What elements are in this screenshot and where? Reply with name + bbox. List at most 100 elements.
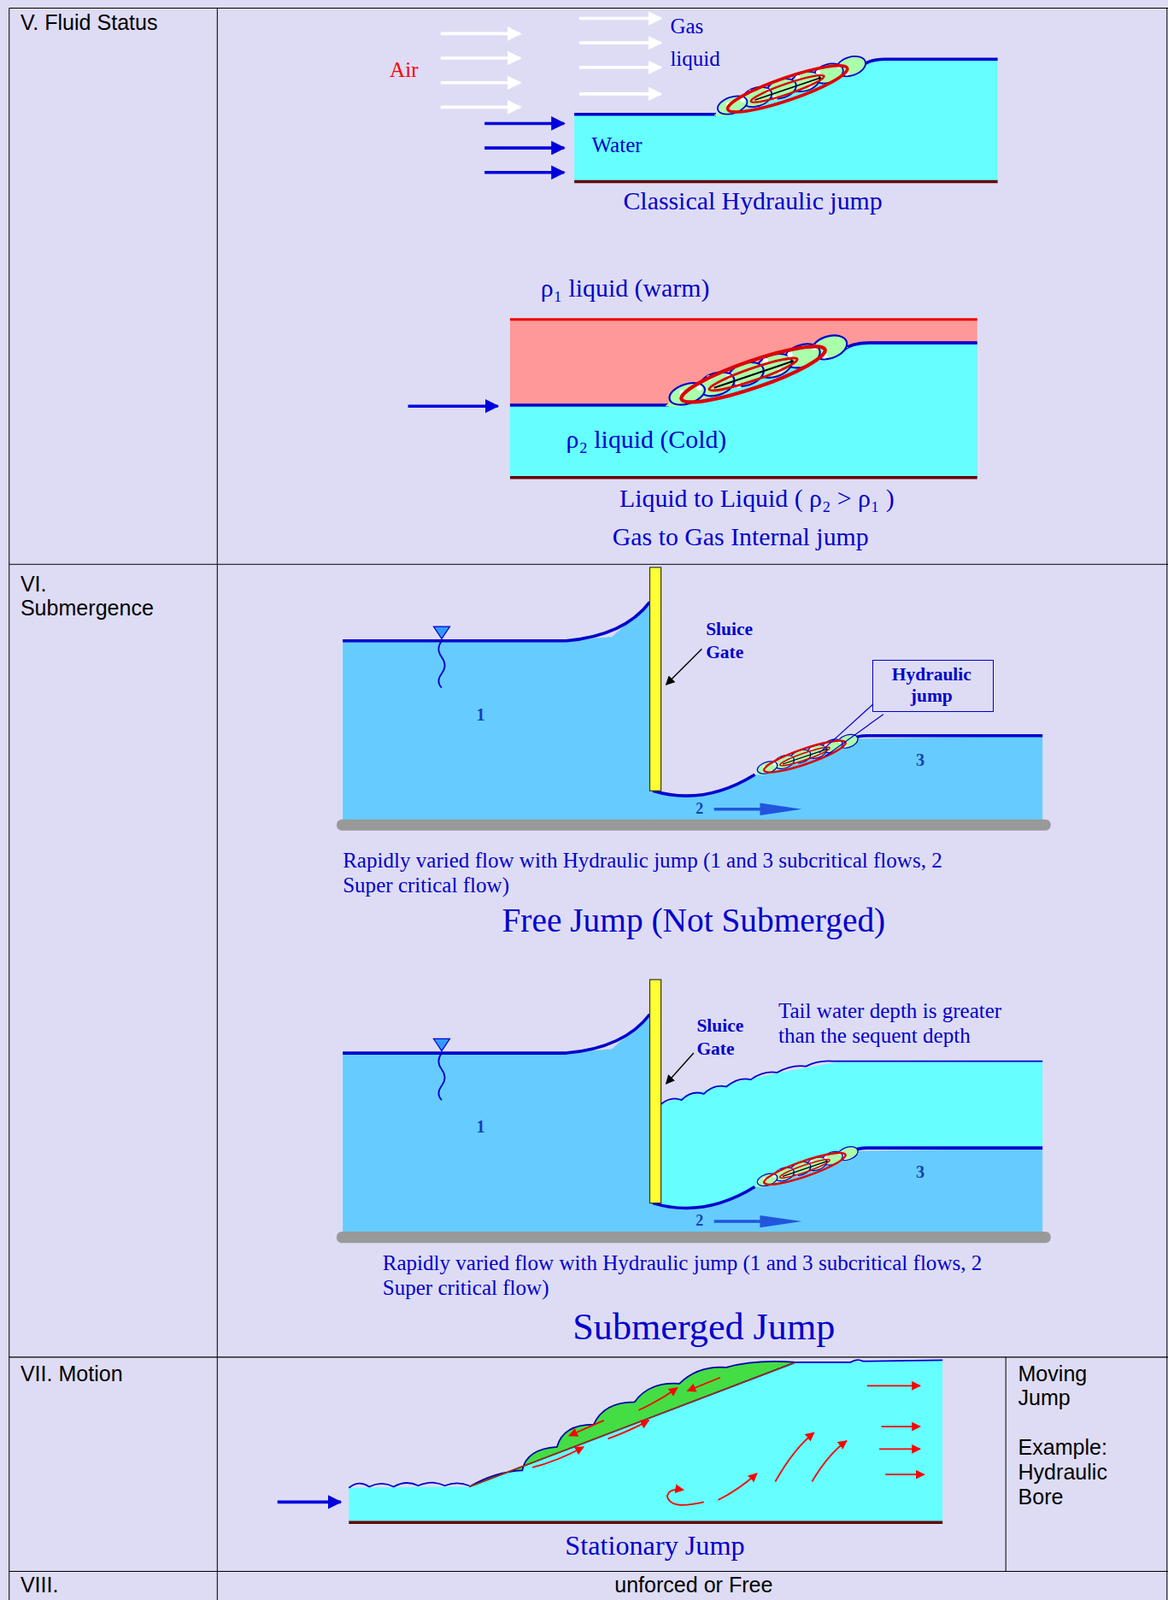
row-heading-cell: VIII. bbox=[20, 1572, 59, 1597]
internal-jump-figure bbox=[664, 330, 850, 411]
figure-caption: Liquid to Liquid ( ρ₂ > ρ₁ ) bbox=[619, 483, 895, 513]
flow-arrows bbox=[608, 1420, 650, 1438]
stationary-jump-figure bbox=[348, 1359, 943, 1522]
stationary-jump-figure bbox=[348, 1520, 943, 1524]
callout-number: 2 bbox=[695, 799, 704, 818]
air-arrows bbox=[440, 81, 521, 85]
cell-text: VII. Motion bbox=[20, 1361, 124, 1386]
internal-jump-figure bbox=[510, 319, 978, 478]
submerged-jump-figure bbox=[336, 979, 1051, 1243]
callout-number: 1 bbox=[476, 1116, 486, 1137]
water-arrows bbox=[484, 122, 564, 126]
fluid-label: Gas bbox=[669, 14, 704, 40]
air-arrows bbox=[440, 56, 521, 60]
figure-note: Rapidly varied flow with Hydraulic jump … bbox=[382, 1250, 1010, 1301]
cell-text: Moving Jump bbox=[1017, 1361, 1087, 1411]
internal-jump-figure bbox=[842, 342, 978, 350]
fluid-label: Air bbox=[389, 58, 418, 83]
stationary-jump-figure bbox=[795, 1359, 943, 1362]
classical-jump-figure bbox=[574, 180, 998, 184]
classical-jump-figure bbox=[440, 17, 998, 182]
stationary-jump-figure bbox=[469, 1361, 796, 1487]
submerged-jump-figure bbox=[661, 1060, 1044, 1104]
table-grid bbox=[9, 1355, 1168, 1357]
free-jump-figure bbox=[336, 567, 1051, 831]
flow-arrows bbox=[774, 1432, 814, 1481]
flow-arrows bbox=[638, 1387, 677, 1410]
submerged-jump-figure bbox=[666, 1052, 694, 1084]
internal-jump-figure bbox=[510, 403, 670, 407]
figure-note: Rapidly varied flow with Hydraulic jump … bbox=[342, 848, 970, 899]
submerged-jump-figure bbox=[342, 1014, 1043, 1237]
figure-note: Tail water depth is greater than the seq… bbox=[778, 998, 1034, 1049]
flow-arrows bbox=[867, 1384, 921, 1386]
table-grid bbox=[9, 7, 1168, 9]
flow-arrows bbox=[881, 1425, 921, 1427]
row-heading-cell: VI. Submergence bbox=[20, 571, 154, 622]
flow-arrows bbox=[532, 1446, 584, 1468]
table-grid bbox=[8, 8, 10, 1600]
figure-caption: Stationary Jump bbox=[564, 1529, 745, 1562]
callout-number: 3 bbox=[915, 750, 925, 770]
table-grid bbox=[9, 563, 1168, 565]
table-cell: unforced or Free bbox=[614, 1572, 773, 1597]
side-note-cell: Moving JumpExample: Hydraulic Bore bbox=[1017, 1361, 1107, 1509]
stationary-jump-figure bbox=[277, 1359, 943, 1522]
submerged-jump-figure bbox=[336, 979, 1051, 1243]
flow-arrows bbox=[879, 1447, 921, 1450]
row-heading-cell: V. Fluid Status bbox=[20, 10, 159, 36]
free-jump-figure bbox=[336, 567, 1051, 831]
callout-number: 3 bbox=[915, 1162, 925, 1182]
air-arrows bbox=[440, 17, 662, 107]
row-heading-cell: VII. Motion bbox=[20, 1361, 124, 1386]
cell-text: VIII. bbox=[20, 1572, 59, 1597]
submerged-jump-figure bbox=[342, 1014, 1043, 1237]
submerged-jump-figure bbox=[336, 979, 1051, 1243]
cell-text: VI. Submergence bbox=[20, 571, 154, 622]
free-jump-figure bbox=[666, 648, 703, 685]
internal-jump-figure bbox=[510, 475, 978, 480]
classical-jump-figure bbox=[574, 112, 717, 117]
callout-number: 1 bbox=[476, 704, 486, 725]
air-arrows bbox=[440, 32, 521, 36]
flow-arrows bbox=[717, 1473, 757, 1500]
table-grid bbox=[1166, 8, 1168, 1600]
part-name: Sluice Gate bbox=[696, 1014, 744, 1061]
free-jump-figure bbox=[819, 704, 874, 753]
table-grid bbox=[1005, 1356, 1007, 1572]
callout-box: Hydraulic jump bbox=[872, 659, 994, 712]
water-arrows bbox=[484, 123, 564, 172]
internal-jump-figure bbox=[408, 319, 978, 478]
free-jump-figure bbox=[342, 601, 1043, 824]
table-grid bbox=[9, 1570, 1168, 1572]
cell-text: Example: Hydraulic Bore bbox=[1017, 1434, 1107, 1509]
flow-arrows bbox=[687, 1377, 721, 1392]
cell-text: V. Fluid Status bbox=[20, 10, 159, 36]
diagram-drawing bbox=[9, 8, 1168, 1600]
classical-jump-figure bbox=[714, 52, 869, 121]
internal-jump-figure bbox=[408, 404, 499, 408]
air-arrows bbox=[579, 17, 662, 21]
part-name: Sluice Gate bbox=[705, 617, 753, 664]
air-arrows bbox=[440, 105, 521, 110]
cell-text: unforced or Free bbox=[614, 1572, 773, 1597]
stationary-jump-figure bbox=[277, 1500, 341, 1504]
flow-arrows bbox=[811, 1440, 847, 1482]
water-arrows bbox=[484, 146, 564, 150]
flow-arrows bbox=[569, 1420, 605, 1436]
classical-jump-figure bbox=[859, 58, 998, 68]
fluid-label: liquid bbox=[669, 46, 720, 72]
flow-arrows bbox=[885, 1473, 924, 1475]
air-arrows bbox=[579, 65, 662, 70]
table-grid bbox=[217, 8, 218, 1600]
stationary-jump-figure bbox=[348, 1482, 470, 1488]
free-jump-figure bbox=[825, 714, 884, 757]
callout-text: Hydraulic jump bbox=[892, 663, 972, 706]
submerged-jump-figure bbox=[661, 1061, 1044, 1209]
figure-caption: Free Jump (Not Submerged) bbox=[501, 901, 886, 940]
fluid-label: Water bbox=[591, 133, 642, 159]
water-arrows bbox=[484, 170, 564, 175]
air-arrows bbox=[579, 41, 662, 45]
figure-caption: Classical Hydraulic jump bbox=[622, 186, 882, 216]
air-arrows bbox=[579, 92, 662, 96]
